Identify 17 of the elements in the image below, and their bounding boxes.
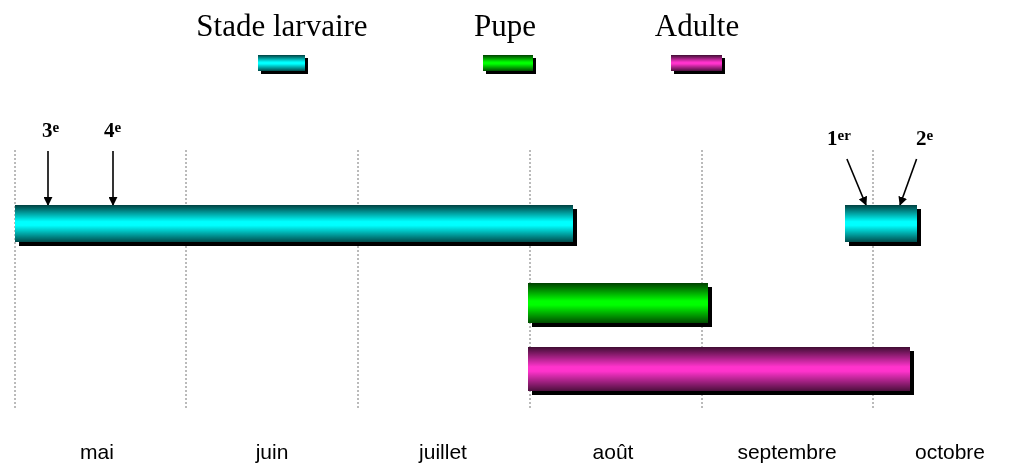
month-label: septembre [737, 440, 837, 464]
instar-label: 4$^{e}$ [104, 120, 122, 141]
legend-label: Pupe [474, 8, 536, 44]
legend-label: Stade larvaire [196, 8, 368, 44]
instar-label: 1$^{er}$ [827, 128, 851, 149]
month-label: juillet [419, 440, 467, 464]
month-label: octobre [915, 440, 985, 464]
month-label: mai [80, 440, 114, 464]
month-label: août [592, 440, 634, 464]
arrow [108, 150, 118, 206]
arrow [898, 158, 918, 206]
arrow [43, 150, 53, 206]
instar-label: 3$^{e}$ [42, 120, 60, 141]
arrow [846, 158, 868, 206]
instar-label: 2$^{e}$ [916, 128, 934, 149]
legend-label: Adulte [654, 8, 740, 44]
month-label: juin [255, 440, 289, 464]
